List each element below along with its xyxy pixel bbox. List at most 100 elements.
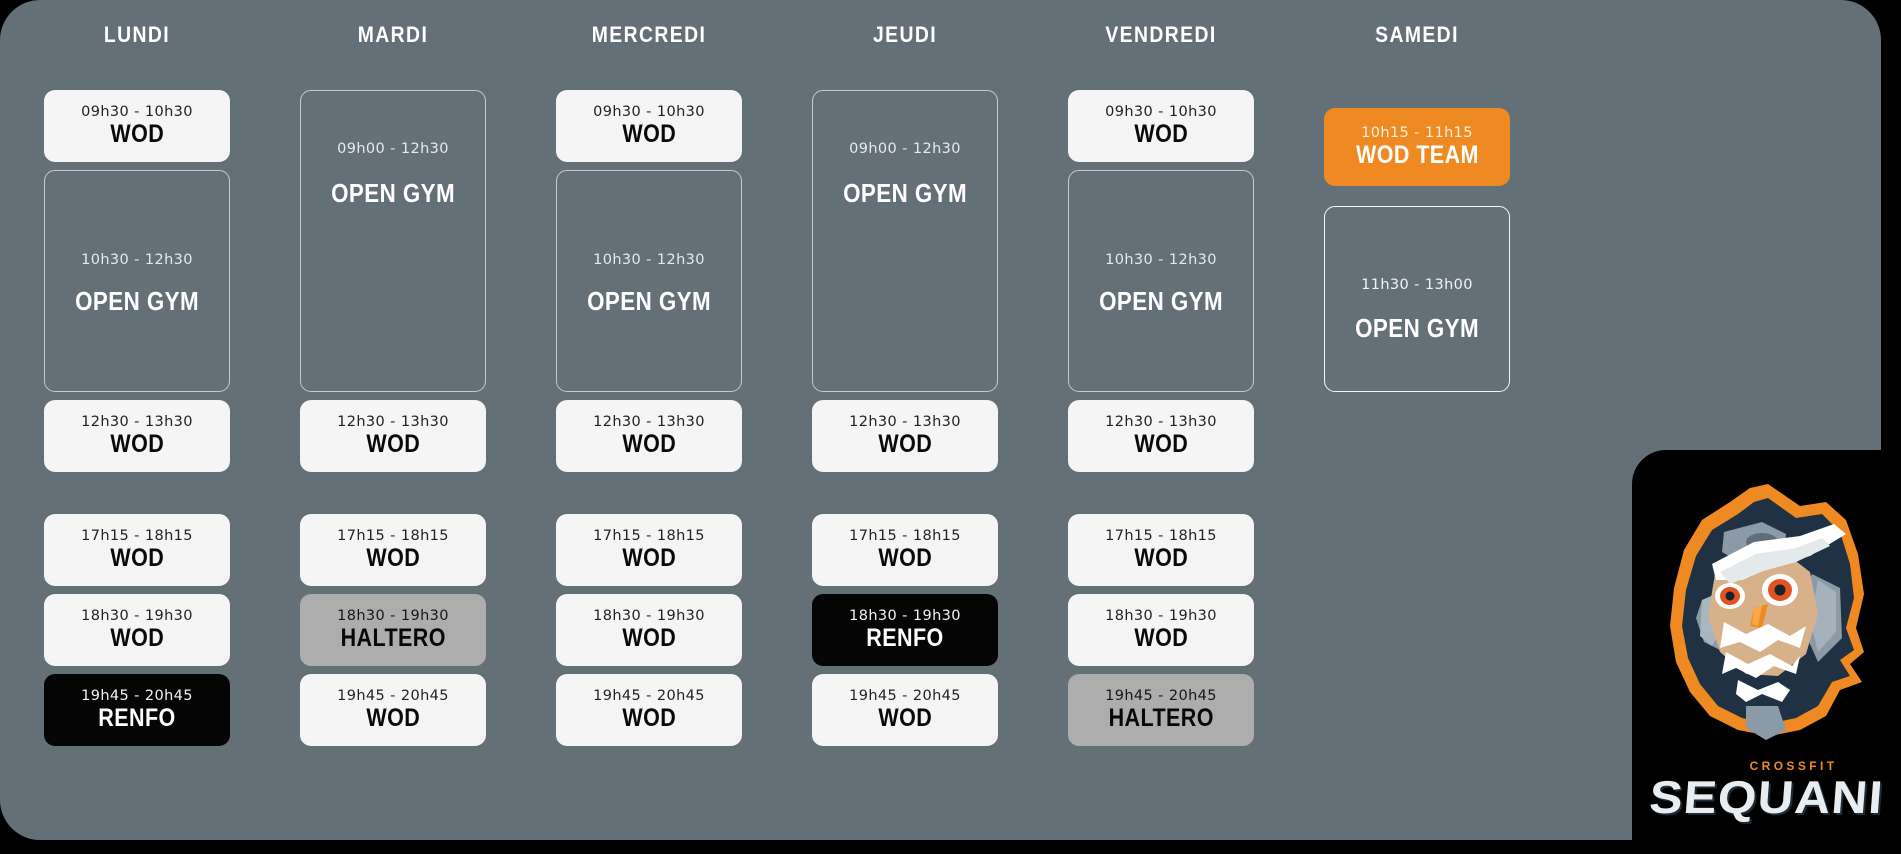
session-time: 10h30 - 12h30 (593, 251, 705, 268)
session-name: WOD (878, 430, 932, 459)
session-time: 10h30 - 12h30 (1105, 251, 1217, 268)
session-name: WOD (110, 624, 164, 653)
session-name: WOD TEAM (1355, 141, 1479, 170)
brand-crossfit-label: CROSSFIT (1749, 759, 1838, 773)
session-name: WOD (622, 704, 676, 733)
session-name: WOD (110, 430, 164, 459)
day-title: SAMEDI (1375, 22, 1459, 47)
session-name: OPEN GYM (843, 178, 967, 209)
session-time: 17h15 - 18h15 (337, 527, 449, 544)
day-title: LUNDI (103, 22, 171, 47)
session-name: WOD (622, 120, 676, 149)
session-time: 19h45 - 20h45 (1105, 687, 1217, 704)
session-name: WOD (622, 544, 676, 573)
session-name: OPEN GYM (587, 285, 711, 316)
session-name: OPEN GYM (1099, 285, 1223, 316)
session-name: WOD (622, 624, 676, 653)
session-time: 17h15 - 18h15 (849, 527, 961, 544)
session-time: 19h45 - 20h45 (81, 687, 193, 704)
session-time: 09h30 - 10h30 (593, 103, 705, 120)
session-name: WOD (366, 704, 420, 733)
day-title: JEUDI (872, 22, 938, 47)
session-name: HALTERO (340, 624, 446, 653)
session-time: 09h00 - 12h30 (337, 140, 449, 157)
day-title: MARDI (357, 22, 429, 47)
session-time: 18h30 - 19h30 (337, 607, 449, 624)
brand-wordmark: CROSSFIT SEQUANI (1632, 759, 1901, 823)
session-name: RENFO (98, 704, 176, 733)
session-time: 10h15 - 11h15 (1361, 124, 1473, 141)
session-time: 12h30 - 13h30 (1105, 413, 1217, 430)
owl-mascot-icon (1670, 484, 1864, 740)
session-time: 09h30 - 10h30 (81, 103, 193, 120)
session-time: 12h30 - 13h30 (81, 413, 193, 430)
session-name: WOD (366, 430, 420, 459)
session-name: WOD (878, 544, 932, 573)
session-time: 19h45 - 20h45 (337, 687, 449, 704)
day-title: VENDREDI (1105, 22, 1217, 47)
session-time: 18h30 - 19h30 (849, 607, 961, 624)
session-name: WOD (622, 430, 676, 459)
session-time: 09h30 - 10h30 (1105, 103, 1217, 120)
session-time: 17h15 - 18h15 (1105, 527, 1217, 544)
session-name: WOD (1134, 544, 1188, 573)
session-time: 19h45 - 20h45 (849, 687, 961, 704)
session-time: 09h00 - 12h30 (849, 140, 961, 157)
brand-logo-panel: CROSSFIT SEQUANI (1632, 450, 1901, 854)
session-name: WOD (1134, 624, 1188, 653)
session-name: OPEN GYM (1355, 312, 1479, 343)
session-name: OPEN GYM (331, 178, 455, 209)
session-time: 12h30 - 13h30 (593, 413, 705, 430)
session-time: 10h30 - 12h30 (81, 251, 193, 268)
session-time: 19h45 - 20h45 (593, 687, 705, 704)
session-name: WOD (878, 704, 932, 733)
brand-name: SEQUANI (1647, 771, 1886, 823)
session-name: WOD (366, 544, 420, 573)
session-name: OPEN GYM (75, 285, 199, 316)
session-name: HALTERO (1108, 704, 1214, 733)
session-time: 11h30 - 13h00 (1361, 276, 1473, 293)
